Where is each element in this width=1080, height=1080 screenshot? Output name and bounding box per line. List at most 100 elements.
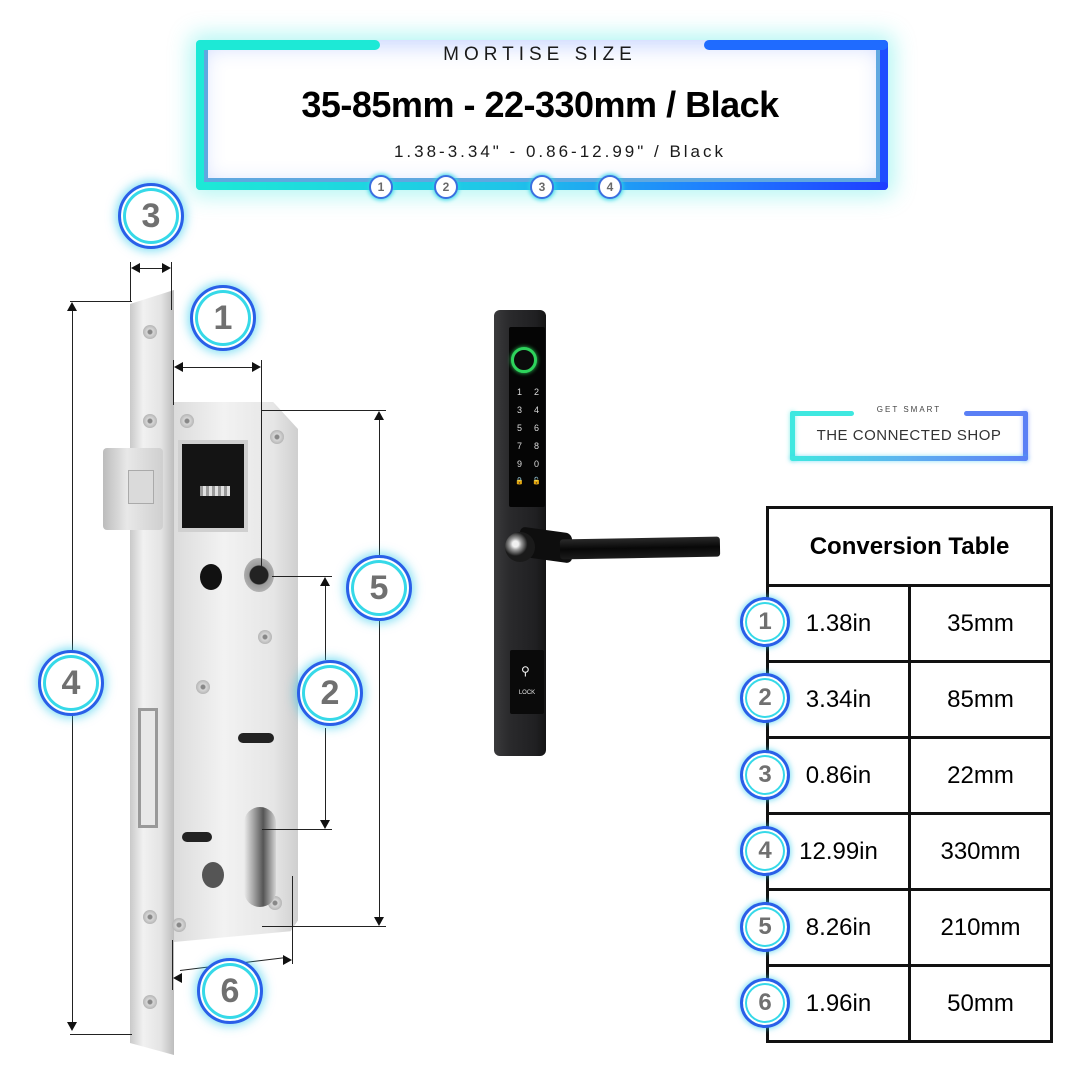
mini-badge-1: 1 (369, 175, 393, 199)
dim-line (130, 262, 131, 302)
arrow-left-icon (173, 973, 182, 983)
mini-badge-2: 2 (434, 175, 458, 199)
mm-cell: 85mm (908, 660, 1053, 739)
brand-logo (790, 411, 1028, 461)
dim-line (292, 876, 293, 964)
row-badge-4: 4 (740, 826, 790, 876)
frame-inner-left (204, 50, 208, 182)
table-row: 3.34in 85mm (766, 660, 1053, 739)
brand-tagline: GET SMART (876, 405, 942, 414)
arrow-up-icon (67, 302, 77, 311)
fingerprint-sensor-icon (511, 347, 537, 373)
mini-badge-4: 4 (598, 175, 622, 199)
dim-line (272, 576, 332, 577)
screw (143, 325, 157, 339)
key-panel (510, 650, 544, 714)
frame-inner-right (876, 50, 880, 182)
conversion-table: Conversion Table 1.38in 35mm 3.34in 85mm… (766, 506, 1053, 1043)
key-0: 0 (533, 459, 539, 469)
mini-badge-3: 3 (530, 175, 554, 199)
frame-left (196, 40, 204, 190)
table-row: 1.38in 35mm (766, 584, 1053, 663)
inches-cell: 1.96in (766, 964, 911, 1043)
handle-rose (505, 532, 535, 562)
latch-notch (128, 470, 154, 504)
table-row: 12.99in 330mm (766, 812, 1053, 891)
slot (182, 832, 212, 842)
row-badge-6: 6 (740, 978, 790, 1028)
arrow-right-icon (162, 263, 171, 273)
logo-frame-bottom (790, 456, 1028, 461)
inches-cell: 0.86in (766, 736, 911, 815)
logo-frame-top-left (790, 411, 854, 416)
row-badge-1: 1 (740, 597, 790, 647)
slot (238, 733, 274, 743)
lever-handle (559, 536, 721, 560)
screw (172, 918, 186, 932)
dim-line (178, 367, 258, 368)
dimension-badge-6: 6 (197, 958, 263, 1024)
inches-cell: 3.34in (766, 660, 911, 739)
mortise-diagram: 3 1 5 4 2 6 (0, 0, 460, 1080)
dim-line (325, 728, 326, 823)
euro-cylinder-cutout (244, 807, 276, 907)
key-4: 4 (533, 405, 539, 415)
key-3: 3 (516, 405, 522, 415)
frame-top-right (704, 40, 888, 50)
dim-line (379, 418, 380, 568)
logo-frame-left (790, 411, 795, 461)
logo-frame-top-right (964, 411, 1028, 416)
arrow-right-icon (252, 362, 261, 372)
key-7: 7 (516, 441, 522, 451)
arrow-down-icon (374, 917, 384, 926)
frame-right (880, 40, 888, 190)
dim-line (261, 360, 262, 575)
dimension-badge-1: 1 (190, 285, 256, 351)
table-row: 8.26in 210mm (766, 888, 1053, 967)
mm-cell: 330mm (908, 812, 1053, 891)
keypad: 1 2 3 4 5 6 7 8 9 0 🔒 🔓 (512, 384, 544, 490)
spindle-hole (244, 558, 274, 592)
arrow-up-icon (320, 577, 330, 586)
dim-line (171, 262, 172, 310)
faceplate (130, 290, 174, 1055)
table-row: 1.96in 50mm (766, 964, 1053, 1043)
header-label: MORTISE SIZE (443, 44, 637, 65)
key-lock-label: LOCK (518, 690, 536, 696)
dim-line (325, 584, 326, 660)
dimension-badge-3: 3 (118, 183, 184, 249)
row-badge-3: 3 (740, 750, 790, 800)
key-1: 1 (516, 387, 522, 397)
dim-line (173, 360, 174, 405)
latch-spring (200, 486, 230, 496)
screw (270, 430, 284, 444)
dim-line (262, 829, 332, 830)
arrow-left-icon (131, 263, 140, 273)
key-9: 9 (516, 459, 522, 469)
frame-top-left (196, 40, 380, 50)
key-5: 5 (516, 423, 522, 433)
key-6: 6 (533, 423, 539, 433)
mm-cell: 50mm (908, 964, 1053, 1043)
mm-cell: 210mm (908, 888, 1053, 967)
mm-cell: 35mm (908, 584, 1053, 663)
dim-line (172, 940, 173, 990)
table-title: Conversion Table (766, 506, 1053, 587)
table-row: 0.86in 22mm (766, 736, 1053, 815)
dim-line (136, 268, 166, 269)
arrow-down-icon (67, 1022, 77, 1031)
unlock-key-icon: 🔓 (532, 478, 541, 485)
header-subtitle: 1.38-3.34" - 0.86-12.99" / Black (393, 142, 727, 161)
row-badge-2: 2 (740, 673, 790, 723)
dimension-badge-5: 5 (346, 555, 412, 621)
screw (143, 995, 157, 1009)
inches-cell: 1.38in (766, 584, 911, 663)
round-hole (202, 862, 224, 888)
screw (196, 680, 210, 694)
lock-key-icon: 🔒 (515, 478, 524, 485)
screw (180, 414, 194, 428)
dimension-badge-2: 2 (297, 660, 363, 726)
arrow-down-icon (320, 820, 330, 829)
key-8: 8 (533, 441, 539, 451)
screw (143, 910, 157, 924)
